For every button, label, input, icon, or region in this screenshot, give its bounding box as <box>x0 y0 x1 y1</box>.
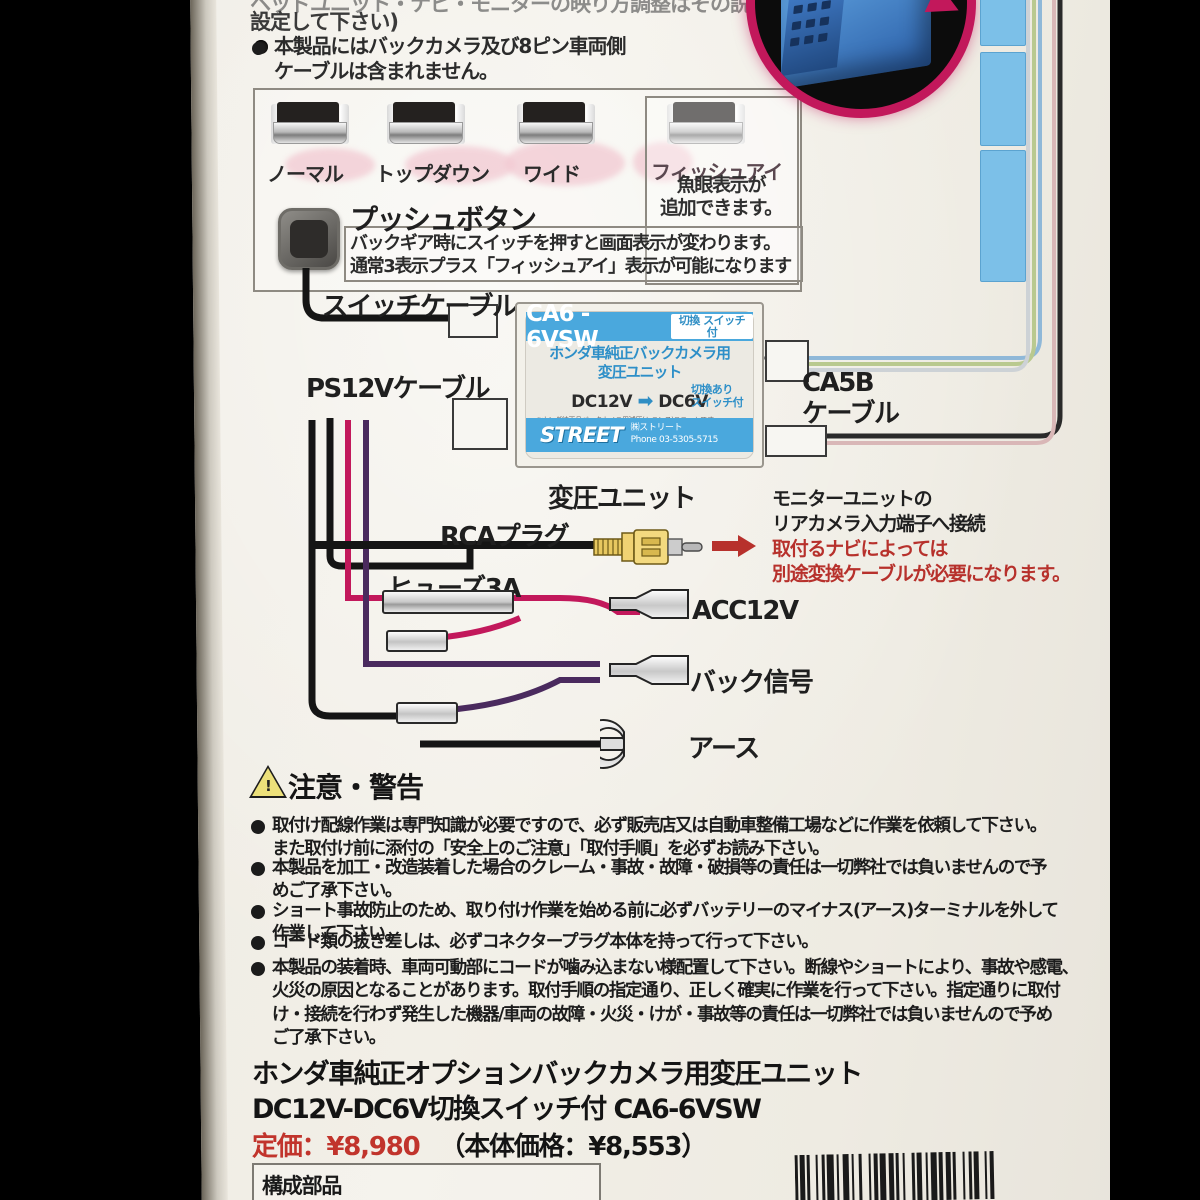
connector-ca5b-bottom <box>765 425 827 457</box>
view-mode-label-topdown: トップダウン <box>375 162 490 186</box>
barcode <box>794 1149 1096 1200</box>
top-cut-text: ヘッドユニット・ナビ・モニターの映り方調整はその説の方法は <box>250 0 831 16</box>
view-mode-label-wide: ワイド <box>523 162 581 186</box>
top-note-cut: 設定して下さい) <box>250 10 399 34</box>
unit-voltage-in: DC12V <box>571 392 633 412</box>
unit-voltage-row: DC12V ➡ DC6V <box>526 390 753 412</box>
monitor-note-line4: 別途変換ケーブルが必要になります。 <box>772 563 1071 586</box>
label-back-signal: バック信号 <box>690 668 814 698</box>
arrow-right-icon: ➡ <box>637 390 653 412</box>
caution-bullet <box>251 905 265 919</box>
caution-item-2: 本製品を加工・改造装着した場合のクレーム・事故・故障・破損等の責任は一切弊社では… <box>272 858 1048 902</box>
caution-item-4: コード類の抜き差しは、必ずコネクタープラグ本体を持って行って下さい。 <box>272 932 819 952</box>
unit-model-name: CA6 - 6VSW <box>526 302 599 353</box>
caution-bullet <box>251 962 265 976</box>
fisheye-callout-box <box>645 96 799 285</box>
unit-label-inner: CA6 - 6VSW 切換 スイッチ付 ホンダ車純正バックカメラ用 変圧ユニット… <box>525 304 754 459</box>
connector-ca5b-top <box>765 340 809 382</box>
bullet-dot <box>252 42 265 55</box>
monitor-connection-note: モニターユニットの リアカメラ入力端子へ接続 取付るナビによっては 別途変換ケー… <box>772 487 1071 587</box>
harness-photo <box>980 0 1040 310</box>
label-ground: アース <box>688 734 760 764</box>
label-switch-cable: スイッチケーブル <box>322 292 518 322</box>
label-transformer-unit: 変圧ユニット <box>548 484 697 514</box>
unit-footer-bar: STREET ㈱ストリート Phone 03-5305-5715 <box>526 418 753 452</box>
unit-switch-note: 切換あり スイッチ付 <box>691 383 744 409</box>
product-name-line2: DC12V-DC6V切換スイッチ付 CA6-6VSW <box>252 1094 762 1125</box>
rca-plug-illustration <box>592 527 704 567</box>
transformer-unit-label: CA6 - 6VSW 切換 スイッチ付 ホンダ車純正バックカメラ用 変圧ユニット… <box>515 302 764 468</box>
terminal-back-signal <box>608 654 690 686</box>
caution-title: 注意・警告 <box>288 771 424 804</box>
unit-title-bar: CA6 - 6VSW 切換 スイッチ付 <box>526 304 753 353</box>
label-acc12v: ACC12V <box>692 596 799 626</box>
caution-item-1: 取付け配線作業は専門知識が必要ですので、必ず販売店又は自動車整備工場などに作業を… <box>272 816 1047 860</box>
caution-bullet <box>251 862 265 876</box>
monitor-note-line1: モニターユニットの <box>772 488 933 510</box>
dark-background-right <box>1110 0 1200 1200</box>
warning-triangle-icon <box>252 768 284 796</box>
brand-company: ㈱ストリート Phone 03-5305-5715 <box>630 423 719 445</box>
connector-ps12v <box>452 398 508 450</box>
components-box <box>252 1163 601 1200</box>
caution-item-5: 本製品の装着時、車両可動部にコードが噛み込まない様配置して下さい。断線やショート… <box>272 958 1079 1048</box>
caution-bullet <box>251 936 265 950</box>
view-thumb-normal <box>271 98 349 153</box>
label-ps12v-cable: PS12Vケーブル <box>306 374 491 404</box>
unit-voltage-out: DC6V <box>658 392 708 412</box>
terminal-acc-female <box>386 630 448 652</box>
view-thumb-topdown <box>387 98 465 153</box>
monitor-note-line3: 取付るナビによっては <box>772 538 948 561</box>
unit-subtitle: ホンダ車純正バックカメラ用 変圧ユニット <box>549 344 731 381</box>
view-thumb-fisheye <box>667 98 745 153</box>
view-thumb-wide <box>517 98 595 153</box>
red-arrow-icon <box>712 535 756 557</box>
caution-bullet <box>251 820 265 834</box>
caution-item-3: ショート事故防止のため、取り付け作業を始める前に必ずバッテリーのマイナス(アース… <box>272 901 1059 945</box>
price-net: （本体価格：¥8,553） <box>439 1132 707 1162</box>
terminal-acc12v <box>608 588 690 620</box>
brand-name: STREET <box>540 423 624 447</box>
push-button-title: プッシュボタン <box>350 203 537 236</box>
push-button-illustration <box>278 208 340 270</box>
product-name-line1: ホンダ車純正オプションバックカメラ用変圧ユニット <box>252 1059 863 1090</box>
unit-switch-badge: 切換 スイッチ付 <box>670 313 753 340</box>
terminal-ground-ring <box>578 710 682 776</box>
view-mode-label-fisheye: フィッシュアイ <box>651 160 783 184</box>
connector-switch-cable <box>448 304 498 338</box>
terminal-back-female <box>396 702 458 724</box>
price-list: 定価：¥8,980 <box>252 1132 421 1162</box>
push-button-description: バックギア時にスイッチを押すと画面表示が変わります。 通常3表示プラス「フィッシ… <box>350 233 792 278</box>
components-label: 構成部品 <box>262 1174 342 1198</box>
monitor-note-line2: リアカメラ入力端子へ接続 <box>772 513 986 536</box>
price-row: 定価：¥8,980 （本体価格：¥8,553） <box>252 1126 707 1163</box>
view-mode-label-normal: ノーマル <box>267 162 344 186</box>
label-rca-plug: RCAプラグ <box>440 522 570 552</box>
fisheye-note: 魚眼表示が 追加できます。 <box>659 174 783 219</box>
view-mode-panel: ノーマル トップダウン ワイド フィッシュアイ 魚眼表示が 追加できます。 <box>253 88 802 292</box>
fuse-body <box>382 590 514 614</box>
plug-pin-face <box>780 0 846 77</box>
package-bullet-note: 本製品にはバックカメラ及び8ピン車両側 ケーブルは含まれません。 <box>274 34 626 83</box>
label-ca5b-cable: CA5B ケーブル <box>802 368 900 429</box>
